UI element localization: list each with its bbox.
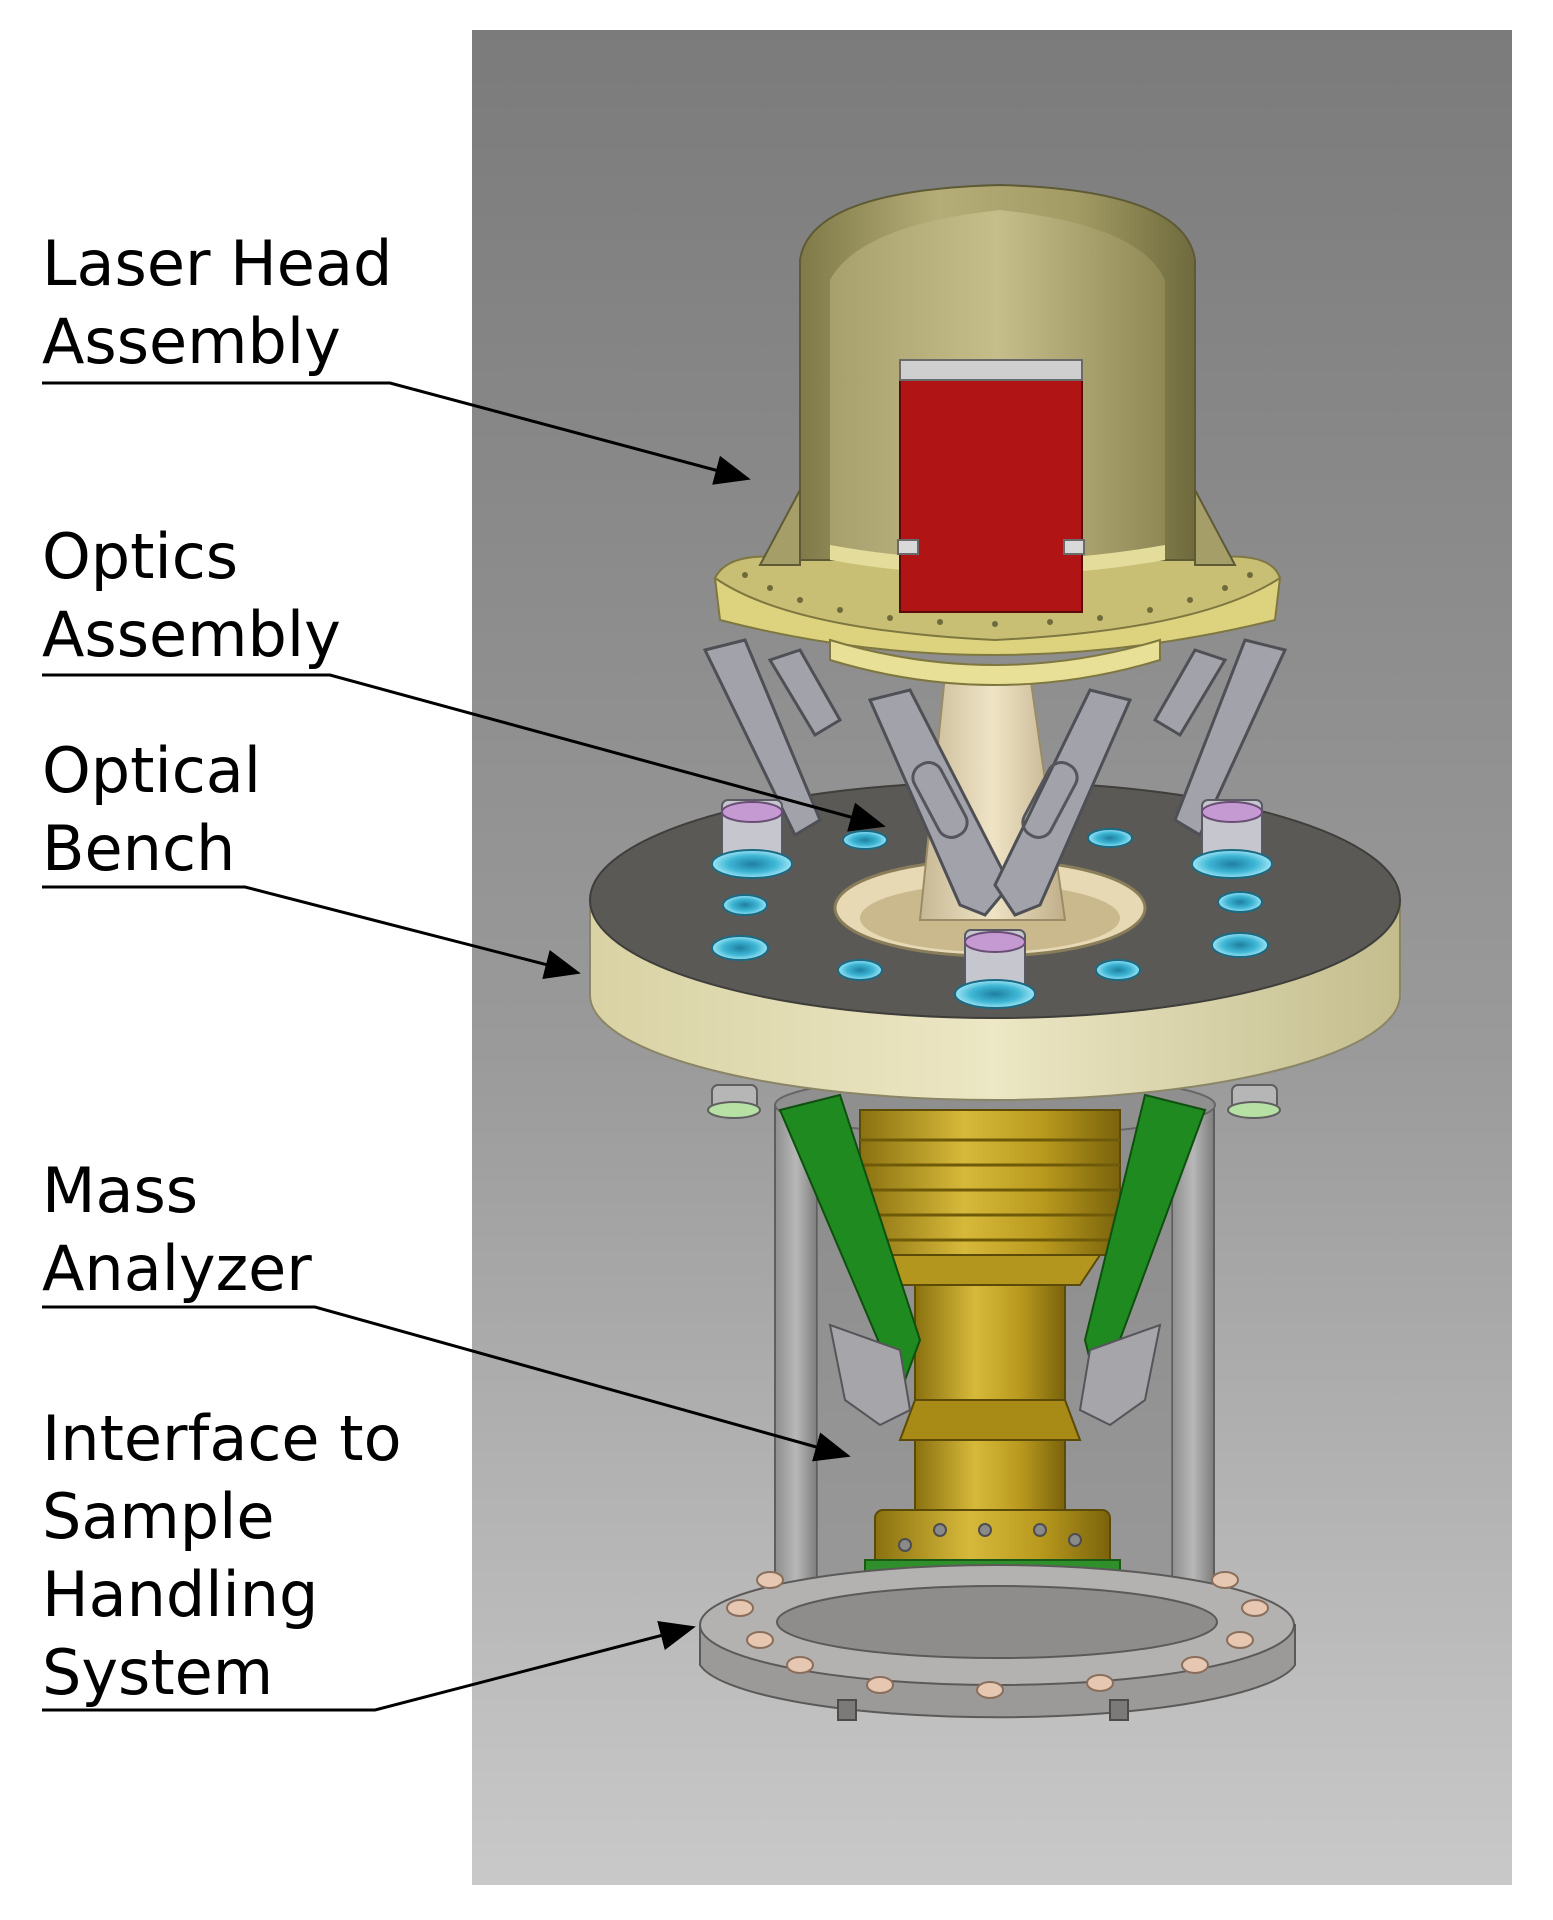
bipod-feet — [711, 799, 1273, 1009]
label-line: Sample — [42, 1480, 275, 1553]
leader-laser-head — [42, 381, 751, 485]
label-line: System — [42, 1636, 274, 1709]
label-interface-sample-handling: Interface to Sample Handling System — [42, 1400, 402, 1712]
label-line: Laser Head — [42, 227, 393, 300]
bench-standoffs — [707, 1084, 1281, 1119]
label-optical-bench: Optical Bench — [42, 732, 261, 888]
label-line: Optical — [42, 734, 261, 807]
label-line: Handling — [42, 1558, 319, 1631]
leader-interface — [42, 1621, 696, 1712]
leader-lines — [42, 381, 886, 1712]
label-line: Assembly — [42, 598, 341, 671]
label-line: Analyzer — [42, 1232, 312, 1305]
base-ring — [699, 1564, 1296, 1721]
label-laser-head-assembly: Laser Head Assembly — [42, 225, 392, 381]
leader-mass — [42, 1305, 851, 1462]
leader-optics — [42, 673, 886, 832]
optics-assembly — [702, 638, 1288, 1009]
label-optics-assembly: Optics Assembly — [42, 518, 341, 674]
laser-head-assembly — [713, 183, 1282, 686]
label-line: Interface to — [42, 1402, 402, 1475]
mass-analyzer-brackets — [828, 1323, 1162, 1427]
laser-box — [899, 371, 1083, 613]
label-mass-analyzer: Mass Analyzer — [42, 1152, 312, 1308]
label-line: Bench — [42, 812, 236, 885]
label-line: Assembly — [42, 305, 341, 378]
label-line: Optics — [42, 520, 239, 593]
label-line: Mass — [42, 1154, 199, 1227]
leader-bench — [42, 885, 581, 980]
